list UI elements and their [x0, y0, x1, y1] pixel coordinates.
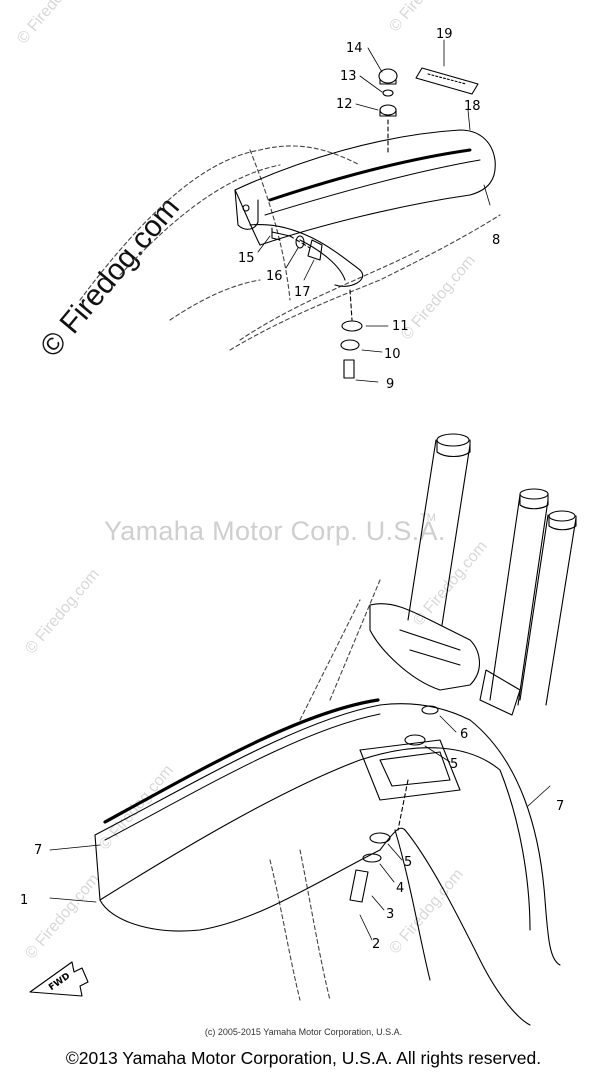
- fwd-arrow-icon: [29, 961, 89, 997]
- part-stack-12-14: [378, 68, 398, 156]
- callout-15: 15: [238, 251, 255, 266]
- callout-8: 8: [492, 233, 500, 248]
- callout-10: 10: [384, 347, 401, 362]
- part-stack-2-6: [349, 705, 439, 903]
- part-stack-15-17: [271, 227, 323, 261]
- front-fender: [94, 698, 561, 1026]
- license-plate-bracket: [415, 67, 479, 95]
- front-fork-assembly: [369, 433, 577, 716]
- callout-13: 13: [340, 69, 357, 84]
- callout-9: 9: [386, 377, 394, 392]
- callout-19: 19: [436, 27, 453, 42]
- frame-outline-top: [79, 145, 501, 351]
- fwd-label: FWD: [47, 971, 72, 993]
- callout-3: 3: [386, 907, 394, 922]
- callout-5b: 5: [450, 757, 458, 772]
- callout-12: 12: [336, 97, 353, 112]
- callout-4: 4: [396, 881, 404, 896]
- callout-16: 16: [266, 269, 283, 284]
- callout-14: 14: [346, 41, 363, 56]
- callout-7b: 7: [556, 799, 564, 814]
- callout-17: 17: [294, 285, 311, 300]
- leader-lines-bottom: [49, 715, 551, 941]
- copyright-main: ©2013 Yamaha Motor Corporation, U.S.A. A…: [65, 1048, 542, 1068]
- callout-labels: 1 2 3 4 5 5 6 7 7 8 9 10 11 12 13 14 15 …: [20, 27, 564, 952]
- callout-5a: 5: [404, 855, 412, 870]
- callout-7a: 7: [34, 843, 42, 858]
- rear-fender: [234, 129, 496, 287]
- watermark-main-text: Yamaha Motor Corp. U.S.A.: [104, 516, 446, 546]
- part-stack-9-11: [340, 289, 363, 379]
- callout-11: 11: [392, 319, 409, 334]
- callout-2: 2: [372, 937, 380, 952]
- leader-lines-top: [257, 39, 491, 383]
- watermark-main: Yamaha Motor Corp. U.S.A.: [104, 516, 446, 547]
- frame-outline-bottom: [269, 579, 381, 1001]
- callout-18: 18: [464, 99, 481, 114]
- callout-1: 1: [20, 893, 28, 908]
- callout-6: 6: [460, 727, 468, 742]
- copyright-small: (c) 2005-2015 Yamaha Motor Corporation, …: [204, 1027, 403, 1037]
